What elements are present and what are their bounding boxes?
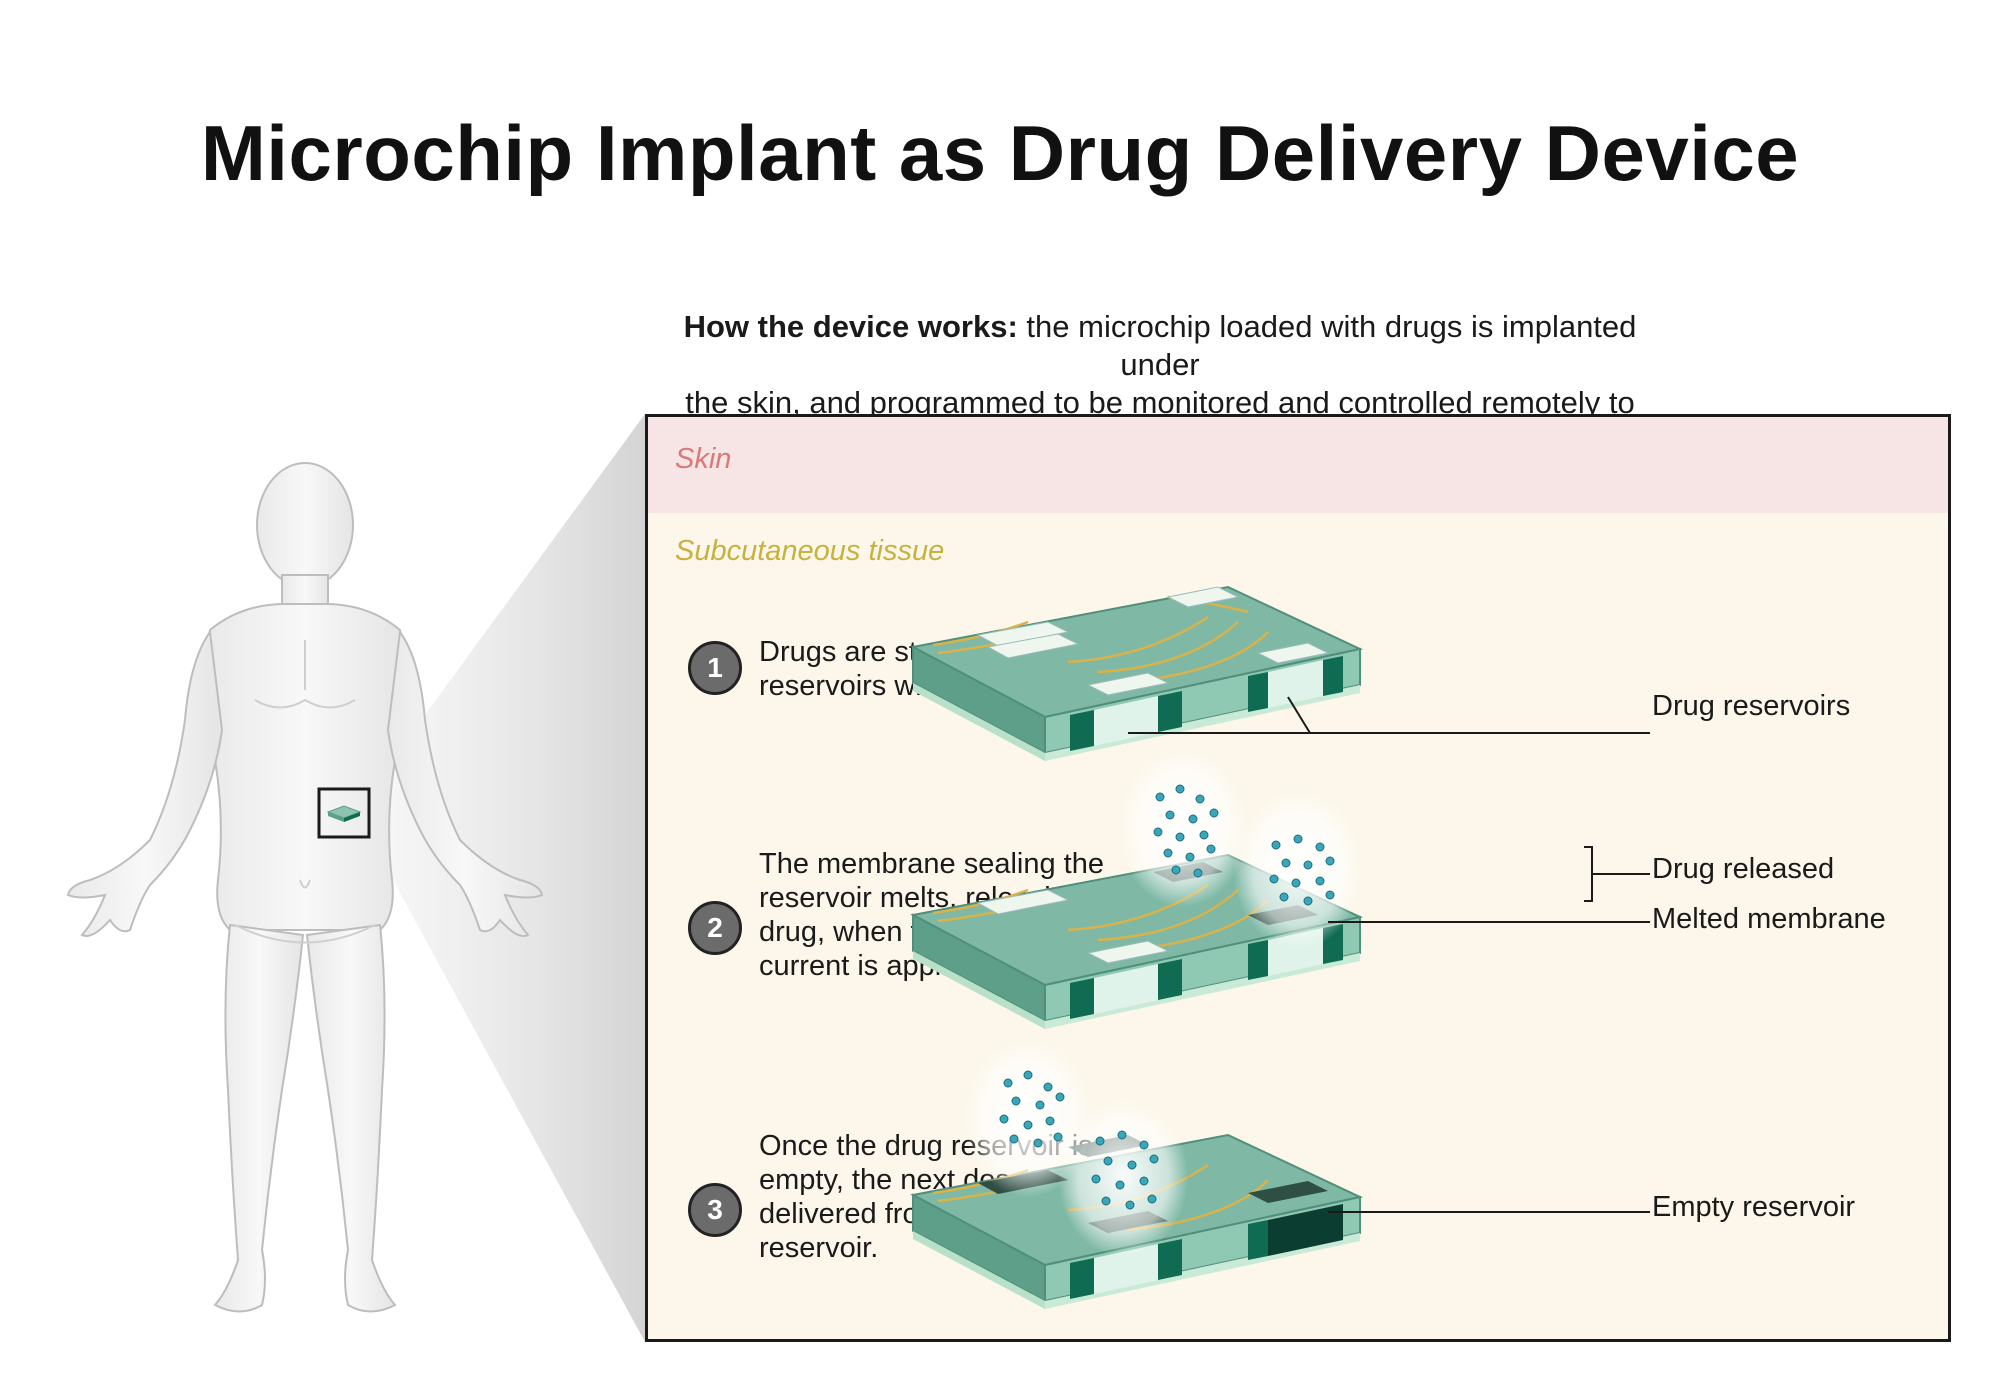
skin-layer (648, 417, 1948, 513)
drug-particles-3 (999, 1070, 1159, 1210)
microchip-2 (910, 747, 1650, 1029)
page-title: Microchip Implant as Drug Delivery Devic… (200, 109, 1800, 197)
subcutaneous-label: Subcutaneous tissue (675, 535, 945, 567)
body-contour-lines (234, 640, 376, 944)
microchip-1 (910, 585, 1650, 761)
callout-melted-membrane: Melted membrane (1652, 903, 1886, 935)
callout-drug-reservoirs: Drug reservoirs (1652, 690, 1851, 722)
microchip-icon (326, 805, 362, 822)
step-2-badge: 2 (688, 901, 742, 955)
implant-location-box (317, 787, 371, 839)
step-1-badge: 1 (688, 641, 742, 695)
human-body-icon (66, 462, 544, 1313)
callout-empty-reservoir: Empty reservoir (1652, 1191, 1856, 1223)
skin-label: Skin (675, 443, 732, 475)
drug-particles-2 (1153, 784, 1335, 906)
tissue-panel: Skin Subcutaneous tissue 1 Drugs are sto… (645, 414, 1951, 1342)
step-3-badge: 3 (688, 1183, 742, 1237)
description-lead: How the device works: (683, 309, 1018, 344)
microchip-illustrations (910, 585, 1650, 1309)
callout-drug-released: Drug released (1652, 853, 1835, 885)
description-line1: the microchip loaded with drugs is impla… (1017, 309, 1637, 382)
microchip-3 (910, 1037, 1650, 1309)
